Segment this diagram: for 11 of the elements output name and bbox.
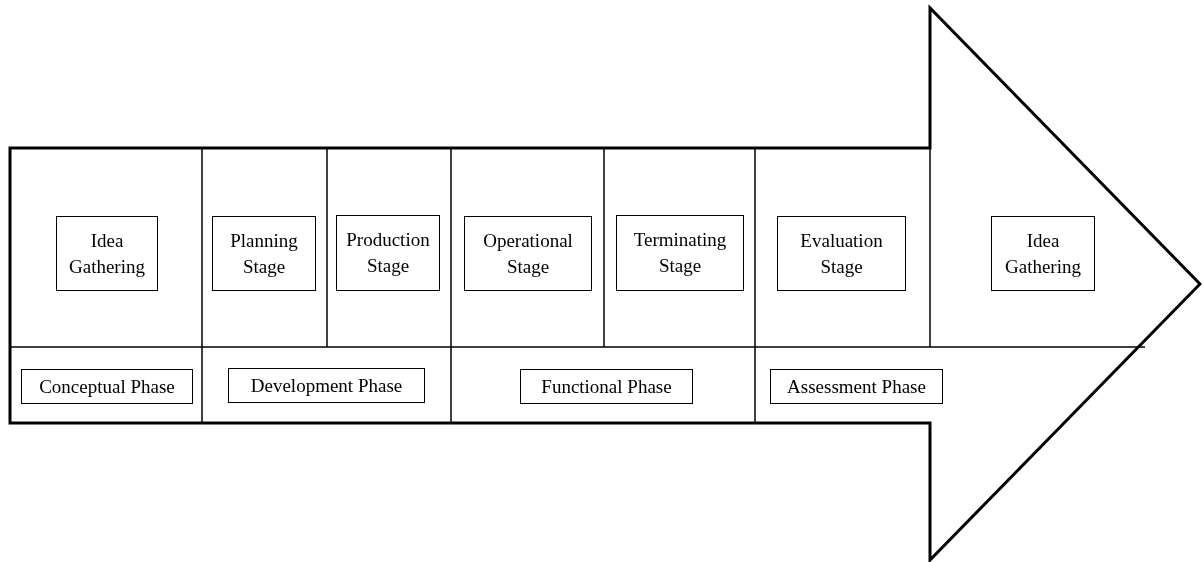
stage-box: Idea Gathering (56, 216, 158, 291)
phase-box: Development Phase (228, 368, 425, 403)
phase-box: Assessment Phase (770, 369, 943, 404)
phase-box: Functional Phase (520, 369, 693, 404)
stage-box: Terminating Stage (616, 215, 744, 291)
stage-box: Operational Stage (464, 216, 592, 291)
stage-box: Production Stage (336, 215, 440, 291)
stage-box: Planning Stage (212, 216, 316, 291)
phase-box: Conceptual Phase (21, 369, 193, 404)
stage-box: Idea Gathering (991, 216, 1095, 291)
stage-box: Evaluation Stage (777, 216, 906, 291)
